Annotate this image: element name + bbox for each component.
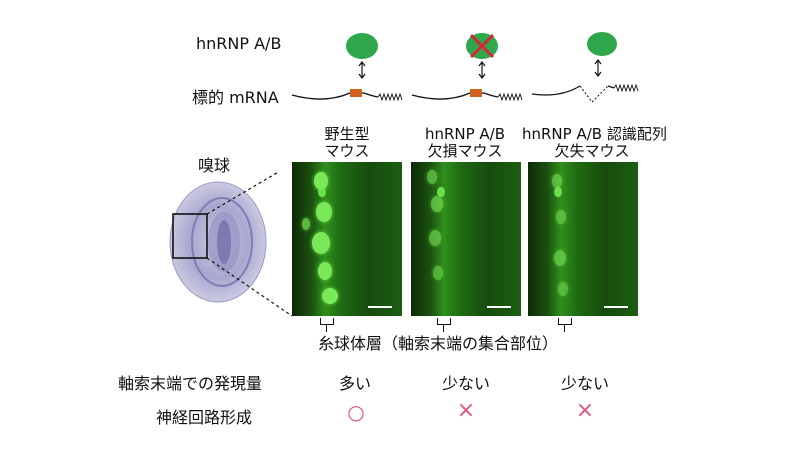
- binding-arrow-2: [478, 61, 486, 79]
- mrna-strand-3: [531, 85, 581, 96]
- mrna-strand-3b: [607, 85, 615, 89]
- cross-icon: [469, 33, 495, 59]
- glomerular-layer-label: 糸球体層（軸索末端の集合部位）: [318, 334, 559, 353]
- zoom-line-top: [206, 172, 280, 215]
- protein-blob-1: [346, 33, 378, 59]
- column-title-knockout: hnRNP A/B 欠損マウス: [410, 126, 520, 160]
- column-title-deletion: hnRNP A/B 認識配列 欠失マウス: [522, 125, 667, 160]
- polya-tail-1: [377, 92, 403, 102]
- glomerular-bracket-3: [558, 318, 572, 325]
- circuit-result-deletion: ×: [575, 398, 595, 423]
- polya-tail-2: [497, 92, 523, 102]
- fluorescence-panel-deletion: [528, 162, 638, 316]
- glomerular-bracket-1: [320, 318, 334, 325]
- column-title-line2: マウス: [324, 142, 370, 160]
- column-title-line1: hnRNP A/B: [424, 125, 506, 143]
- fluorescence-panel-knockout: [411, 162, 521, 316]
- column-title-line2: 欠失マウス: [554, 142, 630, 160]
- target-mrna-label: 標的 mRNA: [192, 88, 279, 107]
- column-title-line2: 欠損マウス: [427, 142, 503, 160]
- expression-knockout: 少ない: [441, 374, 490, 393]
- scale-bar: [604, 306, 628, 308]
- protein-blob-3: [587, 32, 617, 56]
- circuit-result-knockout: ×: [456, 398, 476, 423]
- column-title-line1: hnRNP A/B 認識配列: [522, 125, 667, 143]
- column-title-line1: 野生型: [324, 125, 370, 143]
- binding-site-1: [350, 89, 362, 97]
- polya-tail-3: [613, 83, 639, 93]
- bracket-leader-2: [443, 324, 444, 332]
- zoom-box: [172, 213, 208, 259]
- protein-label: hnRNP A/B: [196, 34, 282, 53]
- scale-bar: [487, 306, 511, 308]
- glomerular-bracket-2: [437, 318, 451, 325]
- binding-site-2: [470, 89, 482, 97]
- expression-deletion: 少ない: [560, 374, 609, 393]
- mrna-strand-1: [291, 92, 379, 100]
- fluorescence-panel-wildtype: [292, 162, 402, 316]
- circuit-row-label: 神経回路形成: [156, 408, 253, 427]
- expression-row-label: 軸索末端での発現量: [118, 374, 263, 393]
- mrna-binding-schematic: [291, 32, 639, 103]
- column-title-wildtype: 野生型 マウス: [292, 126, 402, 160]
- bracket-leader-1: [326, 324, 327, 332]
- zoom-line-bottom: [206, 257, 293, 317]
- olfactory-bulb-image: [169, 172, 293, 317]
- circuit-result-wildtype: ○: [347, 400, 365, 424]
- scale-bar: [368, 306, 392, 308]
- deleted-segment: [579, 85, 609, 103]
- binding-arrow-3: [594, 59, 602, 77]
- expression-wildtype: 多い: [338, 374, 371, 393]
- binding-arrow-1: [358, 61, 366, 79]
- mrna-strand-2: [411, 92, 499, 100]
- bracket-leader-3: [564, 324, 565, 332]
- olfactory-bulb-label: 嗅球: [198, 156, 231, 175]
